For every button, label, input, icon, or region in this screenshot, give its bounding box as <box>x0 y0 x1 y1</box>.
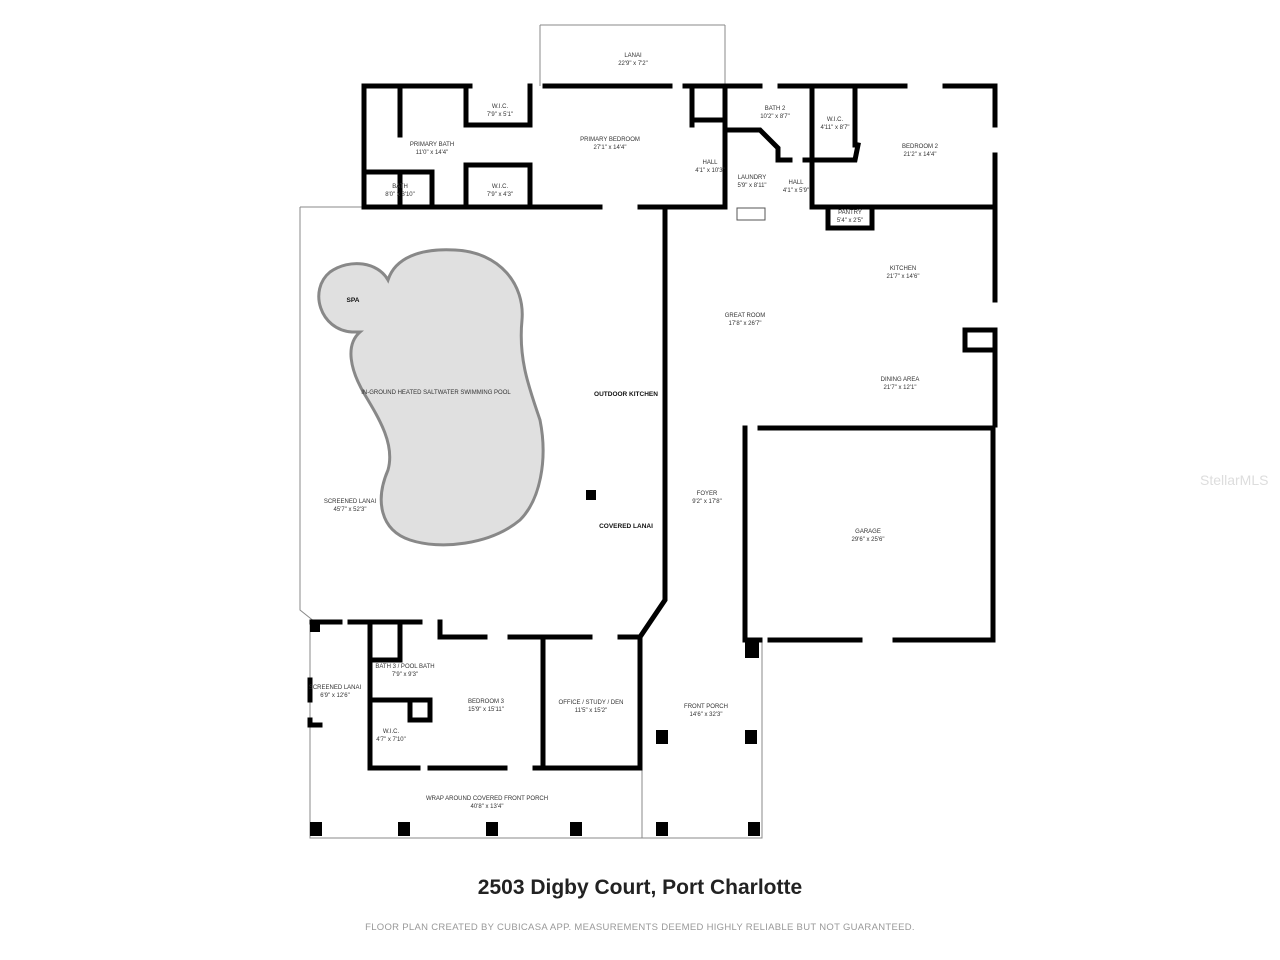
svg-text:4'1" x 5'9": 4'1" x 5'9" <box>783 188 809 194</box>
svg-text:45'7" x 52'3": 45'7" x 52'3" <box>334 507 367 513</box>
room-name: FRONT PORCH <box>684 704 728 710</box>
room-name: PRIMARY BEDROOM <box>580 137 640 143</box>
watermark: StellarMLS <box>1200 472 1269 488</box>
covered-lanai-label: COVERED LANAI <box>599 523 653 530</box>
room-labels: LANAI 22'9" x 7'2" W.I.C. 7'9" x 5'1" PRIM… <box>309 53 939 810</box>
room-name: DINING AREA <box>881 377 920 383</box>
svg-text:21'7" x 14'6": 21'7" x 14'6" <box>887 274 920 280</box>
room-name: PANTRY <box>838 210 862 216</box>
room-name: LANAI <box>624 53 642 59</box>
svg-text:17'8" x 26'7": 17'8" x 26'7" <box>729 321 762 327</box>
svg-text:4'1" x 10'3": 4'1" x 10'3" <box>695 168 725 174</box>
room-name: WRAP AROUND COVERED FRONT PORCH <box>426 796 548 802</box>
disclaimer: FLOOR PLAN CREATED BY CUBICASA APP. MEAS… <box>365 922 915 933</box>
room-name: BEDROOM 3 <box>468 699 505 705</box>
svg-text:14'6" x 32'3": 14'6" x 32'3" <box>690 712 723 718</box>
svg-text:27'1" x 14'4": 27'1" x 14'4" <box>594 145 627 151</box>
room-name: BATH 2 <box>765 106 786 112</box>
svg-text:22'9" x 7'2": 22'9" x 7'2" <box>618 61 648 67</box>
room-name: BEDROOM 2 <box>902 144 939 150</box>
svg-text:7'9" x 5'1": 7'9" x 5'1" <box>487 112 513 118</box>
svg-text:8'0" x 3'10": 8'0" x 3'10" <box>385 192 415 198</box>
property-address: 2503 Digby Court, Port Charlotte <box>477 876 803 899</box>
room-name: KITCHEN <box>890 266 916 272</box>
pool-label: IN-GROUND HEATED SALTWATER SWIMMING POOL <box>361 390 511 396</box>
svg-text:29'6" x 25'6": 29'6" x 25'6" <box>852 537 885 543</box>
walls <box>307 83 998 771</box>
room-name: W.I.C. <box>383 729 400 735</box>
room-name: SCREENED LANAI <box>309 685 362 691</box>
svg-text:6'9" x 12'6": 6'9" x 12'6" <box>320 693 350 699</box>
svg-text:11'0" x 14'4": 11'0" x 14'4" <box>416 150 448 156</box>
svg-text:4'7" x 7'10": 4'7" x 7'10" <box>376 737 406 743</box>
svg-text:15'9" x 15'11": 15'9" x 15'11" <box>468 707 504 713</box>
room-name: HALL <box>788 180 804 186</box>
svg-text:9'2" x 17'8": 9'2" x 17'8" <box>692 499 722 505</box>
room-name: OFFICE / STUDY / DEN <box>559 700 624 706</box>
svg-text:40'8" x 13'4": 40'8" x 13'4" <box>471 804 504 810</box>
svg-text:7'9" x 4'3": 7'9" x 4'3" <box>487 192 513 198</box>
svg-text:11'5" x 15'2": 11'5" x 15'2" <box>575 708 607 714</box>
svg-text:7'9" x 9'3": 7'9" x 9'3" <box>392 672 418 678</box>
svg-text:10'2" x 8'7": 10'2" x 8'7" <box>760 114 790 120</box>
room-name: GREAT ROOM <box>725 313 765 319</box>
svg-text:5'9" x 8'11": 5'9" x 8'11" <box>737 183 766 189</box>
outdoor-kitchen-label: OUTDOOR KITCHEN <box>594 391 658 398</box>
room-name: HALL <box>702 160 718 166</box>
svg-text:21'2" x 14'4": 21'2" x 14'4" <box>904 152 937 158</box>
room-name: GARAGE <box>855 529 881 535</box>
room-name: W.I.C. <box>827 117 844 123</box>
room-name: PRIMARY BATH <box>410 142 454 148</box>
room-name: W.I.C. <box>492 184 509 190</box>
spa-label: SPA <box>347 297 360 304</box>
room-name: LAUNDRY <box>738 175 767 181</box>
room-name: FOYER <box>697 491 718 497</box>
svg-text:21'7" x 12'1": 21'7" x 12'1" <box>884 385 917 391</box>
svg-text:4'11" x 8'7": 4'11" x 8'7" <box>820 125 849 131</box>
columns <box>310 207 766 836</box>
room-name: W.I.C. <box>492 104 509 110</box>
room-name: BATH 3 / POOL BATH <box>375 664 434 670</box>
svg-text:5'4" x 2'5": 5'4" x 2'5" <box>837 218 863 224</box>
room-name: BATH <box>392 184 408 190</box>
pool <box>317 248 545 547</box>
room-name: SCREENED LANAI <box>324 499 377 505</box>
